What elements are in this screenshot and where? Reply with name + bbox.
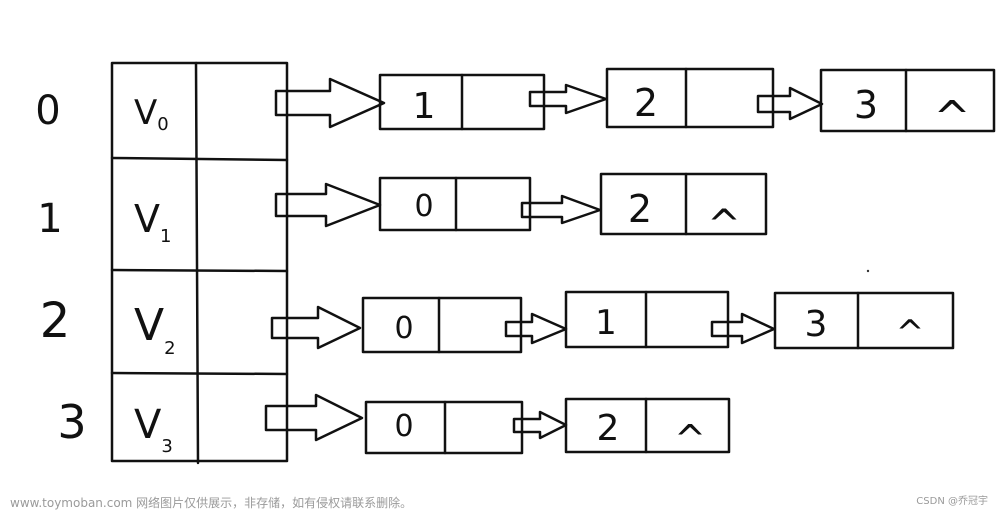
row-index-label: 0: [35, 88, 60, 134]
list-node: [773, 291, 955, 350]
vertex-table-row-line: [110, 268, 289, 273]
adjacency-list-diagram: 0 1 2 3 V0 V1 V2 V3 1 2 3 0 2 0 1 3 0 2 …: [35, 61, 996, 465]
null-pointer: ^: [896, 313, 925, 353]
row-index-label: 2: [40, 293, 71, 349]
next-arrow: [504, 312, 568, 345]
vertex-label: V2: [134, 300, 176, 359]
list-node: [564, 397, 731, 454]
null-pointer: ^: [707, 202, 741, 248]
next-arrow: [756, 86, 824, 121]
vertex-label: V0: [134, 93, 169, 135]
null-pointer: ^: [934, 92, 971, 143]
next-arrow: [710, 312, 776, 345]
node-value: 2: [597, 408, 620, 449]
row-index-label: 3: [57, 395, 86, 449]
vertex-table-row-line: [110, 156, 289, 162]
node-value: 0: [394, 311, 413, 346]
node-value: 1: [413, 86, 436, 127]
node-value: 1: [595, 303, 617, 343]
node-value: 0: [394, 409, 413, 444]
list-node: [605, 67, 775, 129]
vertex-table-row-line: [110, 371, 289, 376]
list-node: [361, 296, 523, 354]
vertex-table-frame: [110, 61, 289, 463]
pointer-arrow: [274, 182, 382, 228]
stray-dot: [866, 269, 870, 273]
credit-text: CSDN @乔冠宇: [916, 496, 988, 507]
node-value: 2: [628, 187, 652, 231]
next-arrow: [528, 83, 608, 115]
vertex-table-divider: [194, 61, 200, 465]
node-value: 3: [805, 304, 828, 345]
next-arrow: [520, 194, 602, 225]
vertex-label: V3: [134, 402, 173, 457]
node-value: 3: [854, 83, 878, 127]
vertex-label: V1: [134, 197, 171, 247]
node-value: 0: [414, 189, 433, 224]
node-value: 2: [634, 81, 658, 125]
list-node: [599, 172, 768, 236]
list-node: [819, 68, 996, 133]
pointer-arrow: [270, 305, 362, 350]
pointer-arrow: [274, 77, 386, 129]
next-arrow: [512, 410, 568, 440]
row-index-label: 1: [37, 196, 62, 242]
watermark-text: www.toymoban.com 网络图片仅供展示，非存储，如有侵权请联系删除。: [10, 496, 413, 510]
null-pointer: ^: [674, 417, 706, 461]
pointer-arrow: [264, 393, 364, 442]
